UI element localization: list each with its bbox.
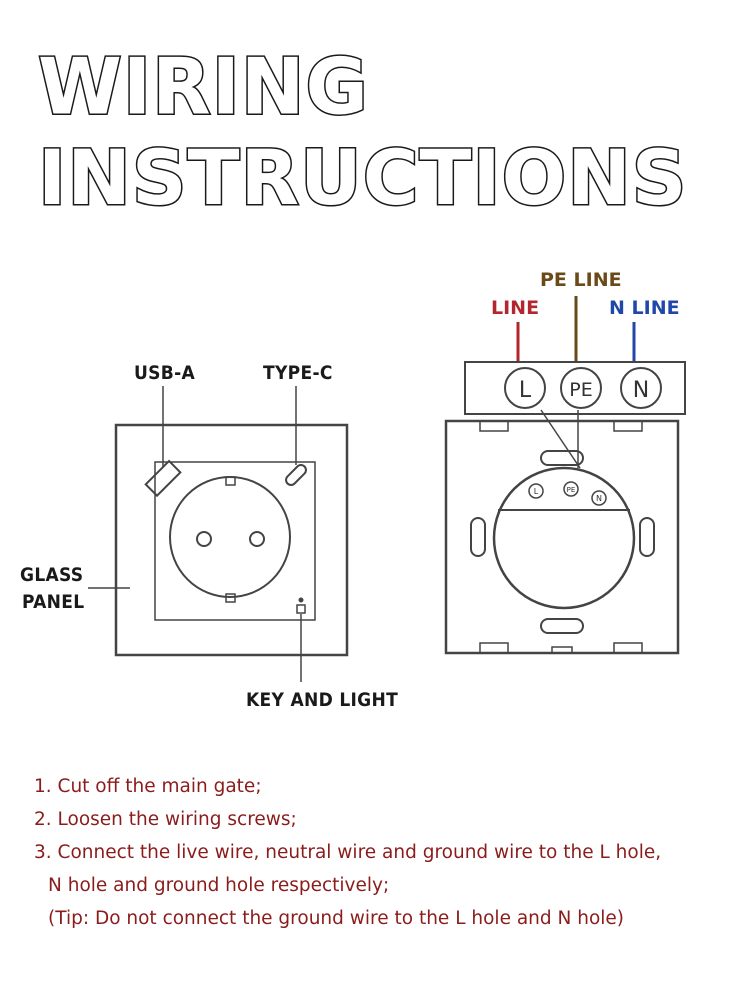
type-c-port xyxy=(285,464,307,486)
n-line-label: N LINE xyxy=(609,297,680,319)
schuko-socket xyxy=(169,476,291,598)
socket-hole-left xyxy=(196,531,212,547)
small-n-label: N xyxy=(596,494,602,503)
inner-frame xyxy=(154,461,316,621)
socket-body xyxy=(492,466,636,610)
terminal-block xyxy=(464,361,686,415)
small-terminal-pe xyxy=(563,481,579,497)
terminal-labels: L PE N L PE N xyxy=(519,378,649,503)
ground-clip-bottom xyxy=(225,593,236,603)
key-light-button xyxy=(296,604,306,614)
step-1: 1. Cut off the main gate; xyxy=(34,776,262,797)
title-line-1: WIRING xyxy=(37,40,370,132)
step-tip: (Tip: Do not connect the ground wire to … xyxy=(48,908,625,929)
indicator-light xyxy=(298,597,304,603)
small-l-label: L xyxy=(534,487,539,496)
small-terminal-l xyxy=(528,483,544,499)
pe-line-label: PE LINE xyxy=(540,269,622,291)
small-pe-label: PE xyxy=(567,486,576,494)
clip-top-left xyxy=(479,420,509,432)
socket-hole-right xyxy=(249,531,265,547)
type-c-label: TYPE-C xyxy=(263,362,333,384)
instruction-steps: 1. Cut off the main gate; 2. Loosen the … xyxy=(34,770,734,935)
glass-panel-label-2: PANEL xyxy=(22,591,85,613)
l-connector xyxy=(540,409,581,469)
key-and-light-label: KEY AND LIGHT xyxy=(246,689,399,711)
clip-bottom-right xyxy=(613,642,643,654)
usb-a-label: USB-A xyxy=(134,362,196,384)
screw-slot-left xyxy=(470,517,486,557)
step-2: 2. Loosen the wiring screws; xyxy=(34,809,297,830)
ground-clip-top xyxy=(225,476,236,486)
step-3-continued: N hole and ground hole respectively; xyxy=(48,875,390,896)
front-panel xyxy=(88,386,349,682)
step-3: 3. Connect the live wire, neutral wire a… xyxy=(34,842,662,863)
title-line-2: INSTRUCTIONS xyxy=(37,133,689,222)
terminal-pe xyxy=(560,367,602,409)
terminal-l-label: L xyxy=(519,378,532,403)
terminal-pe-label: PE xyxy=(569,379,592,401)
terminal-l xyxy=(504,367,546,409)
terminal-n-label: N xyxy=(633,378,649,403)
small-terminal-n xyxy=(591,490,607,506)
line-label: LINE xyxy=(491,297,540,319)
back-panel xyxy=(444,296,686,655)
glass-panel-label-1: GLASS xyxy=(20,564,84,586)
usb-a-port xyxy=(144,459,182,498)
screw-slot-top xyxy=(540,450,584,466)
screw-slot-bottom xyxy=(540,618,584,634)
clip-bottom-left xyxy=(479,642,509,654)
screw-slot-right xyxy=(639,517,655,557)
clip-bottom-center xyxy=(551,646,573,654)
clip-top-right xyxy=(613,420,643,432)
terminal-n xyxy=(620,367,662,409)
glass-panel-frame xyxy=(114,423,349,657)
